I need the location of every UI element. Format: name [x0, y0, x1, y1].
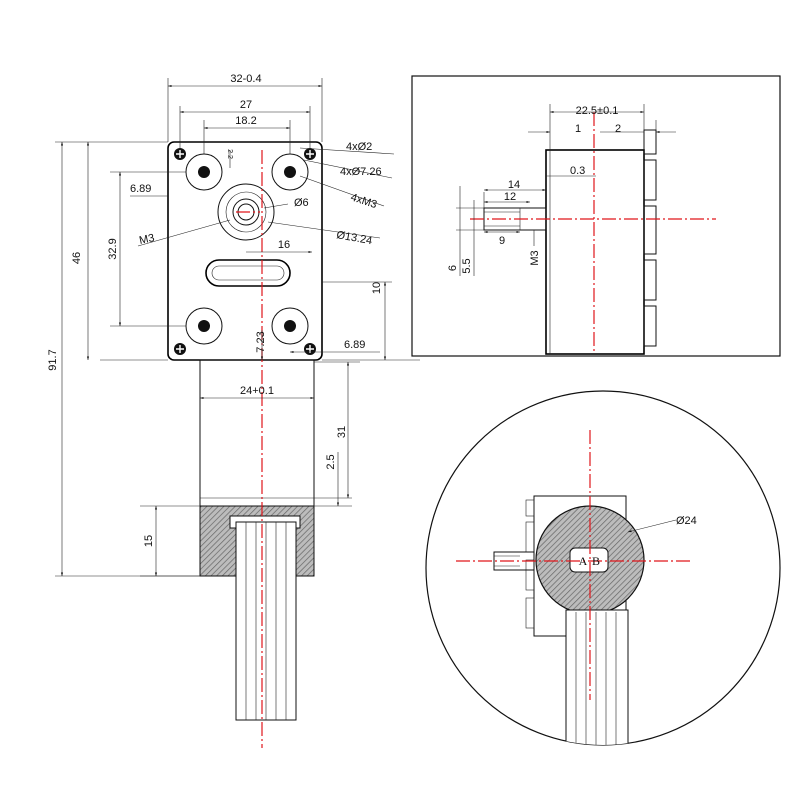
dim-shaft-length: 14: [508, 179, 520, 191]
dim-right-offset: 6.89: [344, 339, 365, 351]
dim-shaft-height-b: 5.5: [461, 258, 473, 273]
ribbon-cable: [235, 521, 297, 721]
corner-screw-icon: [174, 343, 186, 355]
dim-mount-holes-small: 4xØ2: [346, 141, 372, 153]
dim-gap: 2.5: [325, 454, 337, 469]
dim-vertical-spacing: 32.9: [107, 238, 119, 259]
dim-shaft-height-a: 6: [447, 265, 459, 271]
corner-screw-icon: [304, 343, 316, 355]
mount-hole-icon: [271, 307, 309, 345]
dim-hole-spacing: 27: [240, 99, 252, 111]
front-view: 32-0.4 27 18.2 2.2 4xØ2 4xØ7.26 4xM3 6.8…: [47, 73, 420, 748]
dim-overall-length: 91.7: [47, 349, 59, 370]
dim-slot-length: 16: [278, 239, 290, 251]
dim-small-offset: 2.2: [226, 149, 233, 159]
corner-screw-icon: [174, 148, 186, 160]
mount-hole-icon: [185, 307, 223, 345]
dim-overall-width: 32-0.4: [230, 73, 261, 85]
dim-mount-holes-large: 4xØ7.26: [340, 166, 382, 178]
dim-bottom-offset-h: 10: [371, 282, 383, 294]
dim-bore-dia: Ø13.24: [335, 229, 373, 247]
slot: [205, 259, 291, 287]
dim-offset-2: 2: [615, 123, 621, 135]
gearbox-plate: [167, 141, 323, 361]
dim-left-offset: 6.89: [130, 183, 151, 195]
motor-body: [199, 359, 315, 507]
dim-total-height: 46: [71, 252, 83, 264]
mount-hole-icon: [271, 153, 309, 191]
dim-shaft-dia: Ø6: [294, 197, 309, 209]
dim-motor-dia: 24+0.1: [240, 385, 274, 397]
detail-view: A B Ø24: [425, 390, 781, 746]
dim-thread: M3: [138, 232, 155, 247]
dim-body-dia: Ø24: [676, 515, 697, 527]
side-view-frame: [411, 75, 781, 357]
pin-a-label: A: [579, 554, 588, 568]
dim-mount-threads: 4xM3: [349, 191, 378, 211]
dim-shaft-extension: 0.3: [570, 165, 585, 177]
dim-depth: 22.5±0.1: [576, 105, 619, 117]
dim-shaft-mid: 12: [504, 191, 516, 203]
dim-motor-length: 31: [336, 426, 348, 438]
dim-offset-1: 1: [575, 123, 581, 135]
dim-inner-width: 18.2: [235, 115, 256, 127]
dim-bottom-offset-v: 7.23: [255, 331, 267, 352]
corner-screw-icon: [304, 148, 316, 160]
connector-label-box: [569, 547, 609, 573]
pin-b-label: B: [592, 554, 600, 568]
mount-hole-icon: [185, 153, 223, 191]
dim-connector-height: 15: [143, 535, 155, 547]
dim-shaft-flat: 9: [499, 235, 505, 247]
dim-shaft-thread: M3: [529, 250, 541, 265]
side-view: 22.5±0.1 1 2 0.3 14 12 9 6 5.5 M3: [411, 75, 781, 357]
